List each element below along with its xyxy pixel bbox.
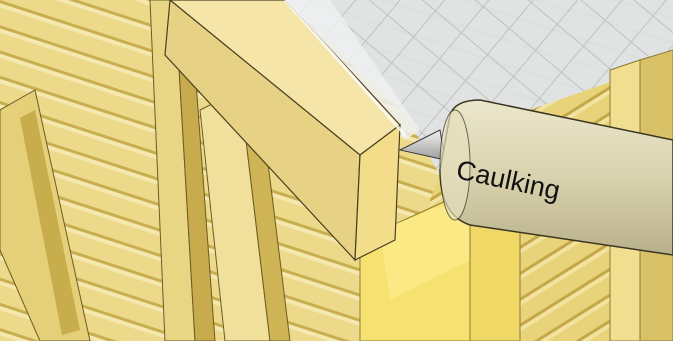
caulking-diagram: Caulking	[0, 0, 673, 341]
shed-framing-illustration: Caulking	[0, 0, 673, 341]
